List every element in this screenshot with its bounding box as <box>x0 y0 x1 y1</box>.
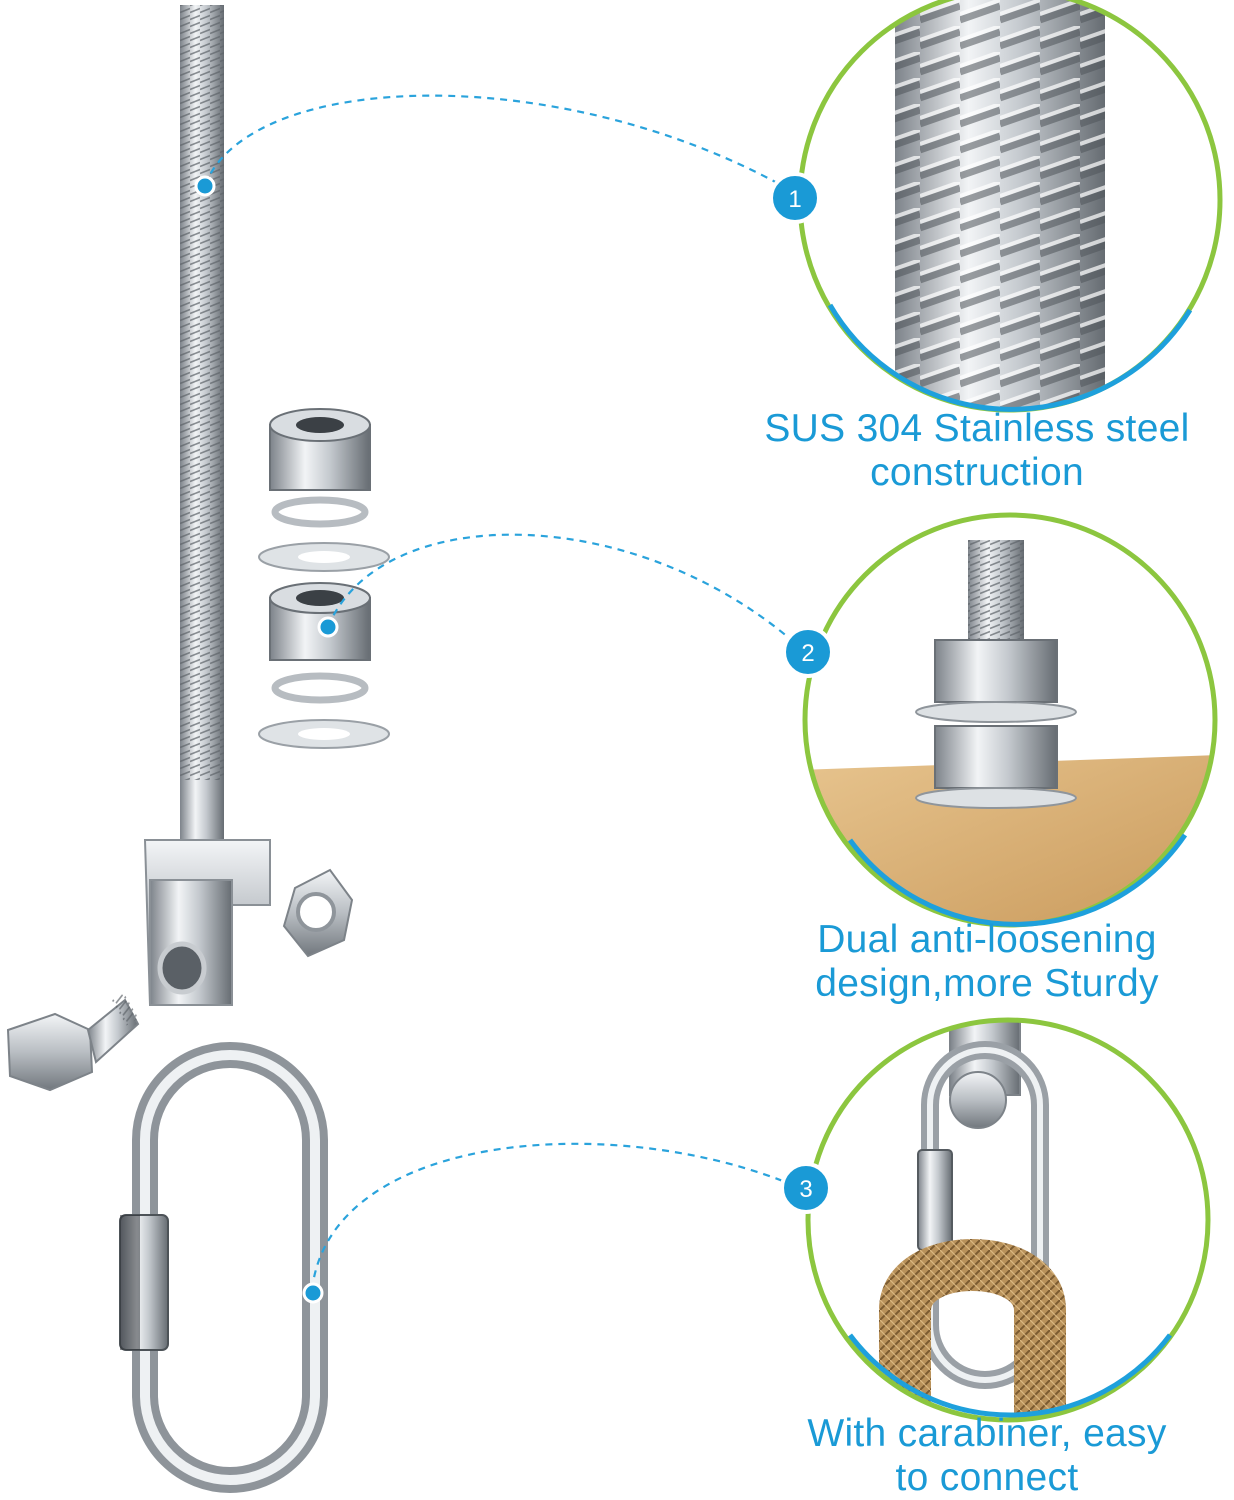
badge-3: 3 <box>780 1162 832 1214</box>
caption-2: Dual anti-loosening design,more Sturdy <box>740 918 1234 1006</box>
middle-lock-nut <box>269 582 371 661</box>
number-badges: 1 2 3 <box>769 172 834 1214</box>
svg-text:2: 2 <box>801 640 814 667</box>
caption-1-line-2: construction <box>870 451 1084 494</box>
quick-link <box>119 1042 328 1493</box>
svg-text:1: 1 <box>788 186 801 213</box>
threaded-rod <box>180 5 224 850</box>
callout-lines <box>203 94 806 1291</box>
top-lock-nut <box>269 408 371 491</box>
detail-circle-3 <box>805 1017 1211 1423</box>
caption-3-line-2: to connect <box>895 1456 1079 1499</box>
badge-2: 2 <box>782 626 834 678</box>
hex-bolt <box>6 992 140 1092</box>
caption-2-line-2: design,more Sturdy <box>815 962 1159 1005</box>
caption-1: SUS 304 Stainless steel construction <box>720 407 1234 495</box>
side-hex-nut <box>282 868 354 958</box>
caption-2-line-1: Dual anti-loosening <box>817 918 1157 961</box>
detail-circle-2 <box>802 512 1218 928</box>
svg-text:3: 3 <box>799 1176 812 1203</box>
caption-3: With carabiner, easy to connect <box>740 1412 1234 1500</box>
hardware-stack <box>258 408 390 749</box>
caption-1-line-1: SUS 304 Stainless steel <box>764 407 1190 450</box>
badge-1: 1 <box>769 172 821 224</box>
spring-washer-2 <box>271 672 369 704</box>
detail-circle-1 <box>797 0 1223 413</box>
clevis-bracket <box>143 839 271 1006</box>
caption-3-line-1: With carabiner, easy <box>807 1412 1167 1455</box>
spring-washer-1 <box>271 496 369 528</box>
callout-anchors <box>194 175 339 1304</box>
